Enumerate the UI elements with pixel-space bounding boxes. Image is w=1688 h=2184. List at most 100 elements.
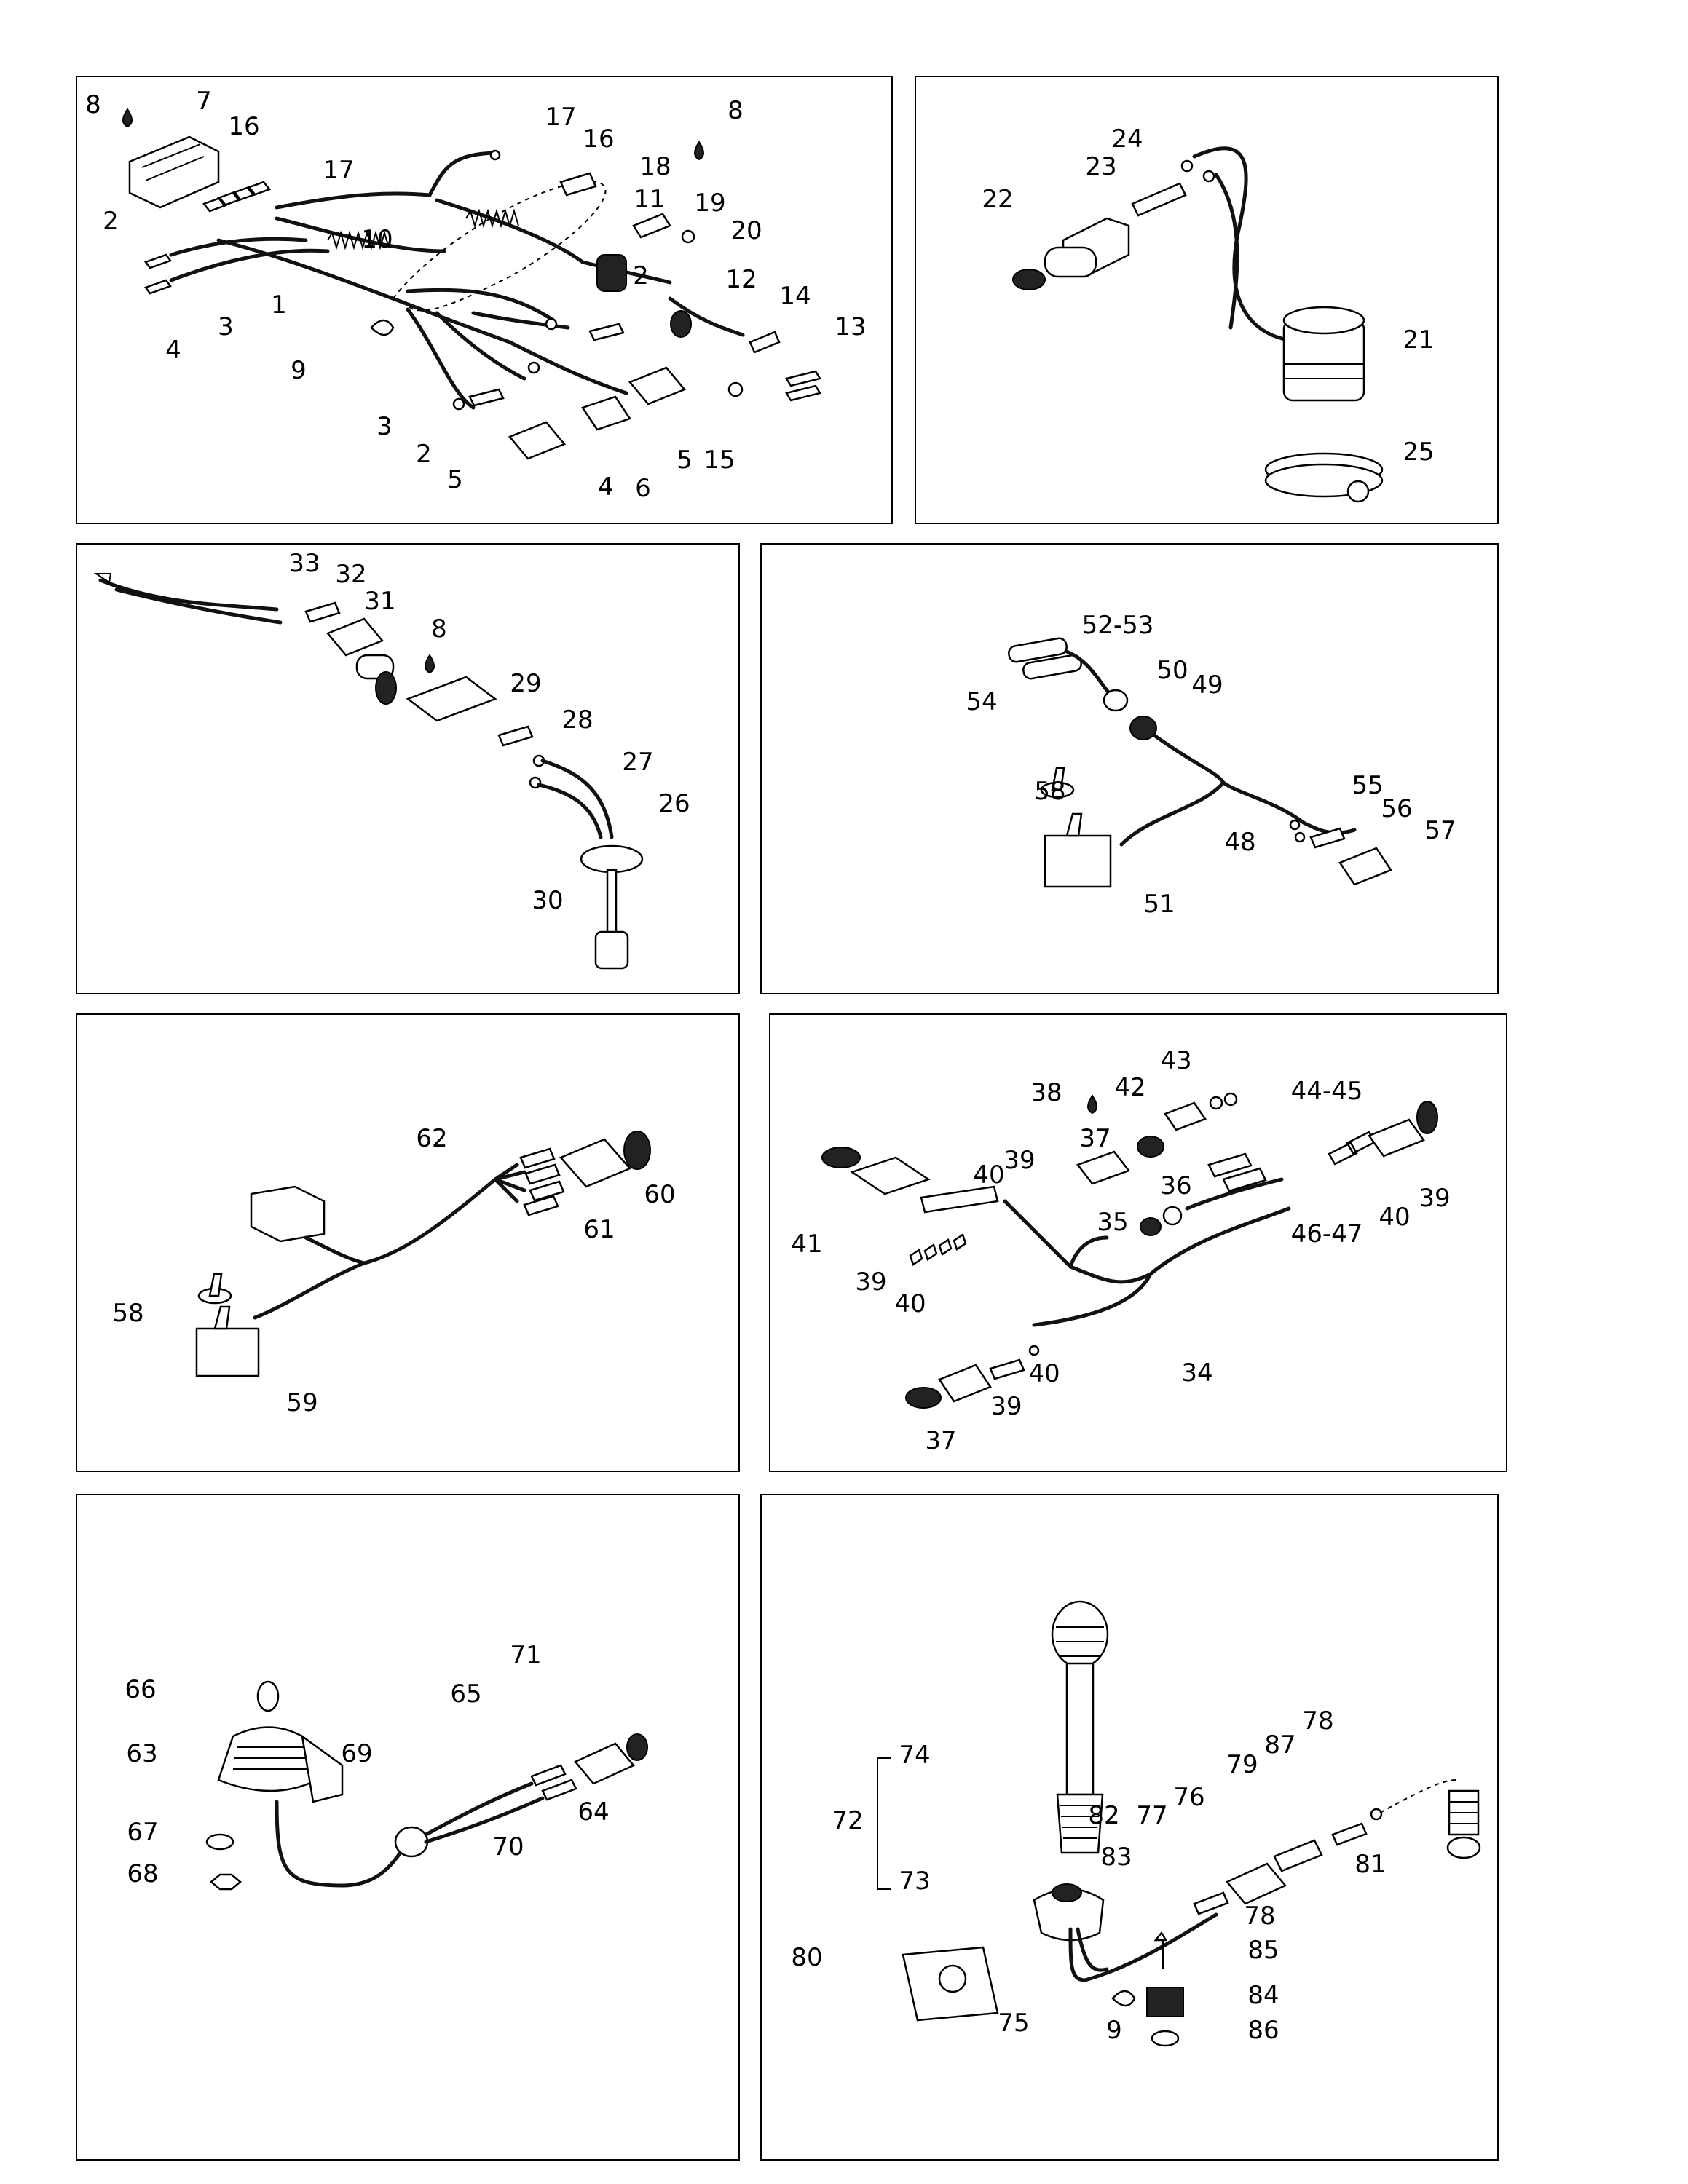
navigation-light-drawing [205,1680,648,1891]
part-number-label: 34 [1181,1358,1212,1388]
part-number-label: 69 [341,1739,372,1768]
part-number-label: 27 [622,748,653,777]
part-number-label: 39 [1003,1146,1035,1175]
part-number-label: 85 [1247,1936,1279,1965]
fuel-sender-drawing [1012,146,1384,503]
part-number-label: 66 [125,1675,156,1704]
part-number-label: 13 [835,312,866,341]
part-number-label: 8 [431,614,447,644]
part-number-label: 20 [730,216,762,245]
part-number-label: 5 [677,446,693,475]
part-number-label: 31 [364,587,395,616]
part-number-label: 39 [855,1267,886,1297]
part-number-label: 73 [899,1867,930,1896]
part-number-label: 23 [1085,152,1116,181]
part-number-label: 28 [561,705,593,735]
panel-stern-light [760,1494,1499,2161]
part-number-label: 48 [1224,828,1255,857]
part-number-label: 37 [1079,1124,1111,1153]
part-number-label: 24 [1111,124,1143,154]
part-number-label: 29 [510,669,541,698]
part-number-label: 82 [1088,1801,1119,1830]
panel-switch-harness [760,543,1499,994]
part-number-label: 11 [634,185,665,214]
part-number-label: 40 [1028,1359,1060,1388]
part-number-label: 78 [1302,1706,1333,1736]
part-number-label: 83 [1100,1843,1132,1872]
part-number-label: 74 [899,1741,930,1770]
panel-junction-harness [769,1013,1507,1472]
part-number-label: 17 [323,156,354,185]
fuel-gauge-sensor-drawing [93,573,644,970]
part-number-label: 56 [1381,794,1412,823]
part-number-label: 65 [450,1679,481,1709]
part-number-label: 4 [165,336,181,365]
part-number-label: 87 [1264,1730,1295,1760]
part-number-label: 52-53 [1082,611,1154,640]
part-number-label: 17 [545,103,576,132]
part-number-label: 71 [510,1641,541,1670]
part-number-label: 22 [982,185,1013,214]
part-number-label: 46-47 [1291,1219,1363,1249]
part-number-label: 75 [998,2009,1029,2038]
part-number-label: 10 [361,225,393,254]
part-number-label: 60 [644,1180,675,1209]
part-number-label: 43 [1160,1046,1191,1075]
part-number-label: 18 [639,152,671,181]
part-number-label: 26 [658,789,690,818]
part-number-label: 36 [1160,1171,1191,1200]
part-number-label: 12 [725,265,757,294]
part-number-label: 70 [492,1832,524,1861]
part-number-label: 58 [112,1299,143,1328]
part-number-label: 2 [416,440,432,469]
part-number-label: 68 [127,1859,158,1888]
part-number-label: 14 [779,282,811,311]
part-number-label: 40 [973,1160,1004,1190]
part-number-label: 63 [126,1739,157,1768]
part-number-label: 9 [291,356,307,385]
part-number-label: 79 [1226,1750,1258,1779]
part-number-label: 6 [635,474,651,503]
part-number-label: 78 [1244,1902,1275,1931]
part-number-label: 2 [633,261,649,290]
part-number-label: 21 [1403,325,1434,355]
part-number-label: 44-45 [1291,1077,1363,1106]
part-number-label: 9 [1106,2016,1122,2045]
part-number-label: 16 [583,124,614,154]
part-number-label: 1 [271,290,287,320]
part-number-label: 4 [598,472,614,502]
part-number-label: 84 [1247,1981,1279,2010]
part-number-label: 72 [832,1806,863,1835]
part-number-label: 59 [286,1388,318,1417]
part-number-label: 50 [1156,656,1188,685]
part-number-label: 64 [577,1797,609,1827]
switch-harness-drawing [1008,637,1392,888]
main-harness-drawing [122,108,821,460]
part-number-label: 8 [85,90,101,119]
part-number-label: 49 [1191,670,1223,700]
part-number-label: 41 [791,1230,822,1259]
part-number-label: 3 [376,412,393,441]
part-number-label: 39 [990,1392,1022,1421]
part-number-label: 58 [1034,777,1065,806]
part-number-label: 7 [196,87,212,116]
part-number-label: 38 [1030,1078,1062,1107]
part-number-label: 80 [791,1943,822,1972]
part-number-label: 81 [1354,1850,1386,1879]
part-number-label: 8 [727,96,744,125]
part-number-label: 86 [1247,2016,1279,2045]
part-number-label: 57 [1424,816,1456,845]
part-number-label: 15 [703,446,735,475]
part-number-label: 2 [103,207,119,236]
part-number-label: 16 [228,112,259,141]
part-number-label: 61 [583,1215,615,1244]
part-number-label: 25 [1403,438,1434,467]
part-number-label: 42 [1114,1073,1145,1102]
stern-light-drawing [877,1600,1481,2047]
accessory-switch-drawing [195,1131,651,1377]
part-number-label: 76 [1173,1783,1204,1812]
panel-fuel-gauge-sensor [76,543,740,994]
part-number-label: 40 [894,1289,926,1318]
part-number-label: 5 [447,465,463,494]
